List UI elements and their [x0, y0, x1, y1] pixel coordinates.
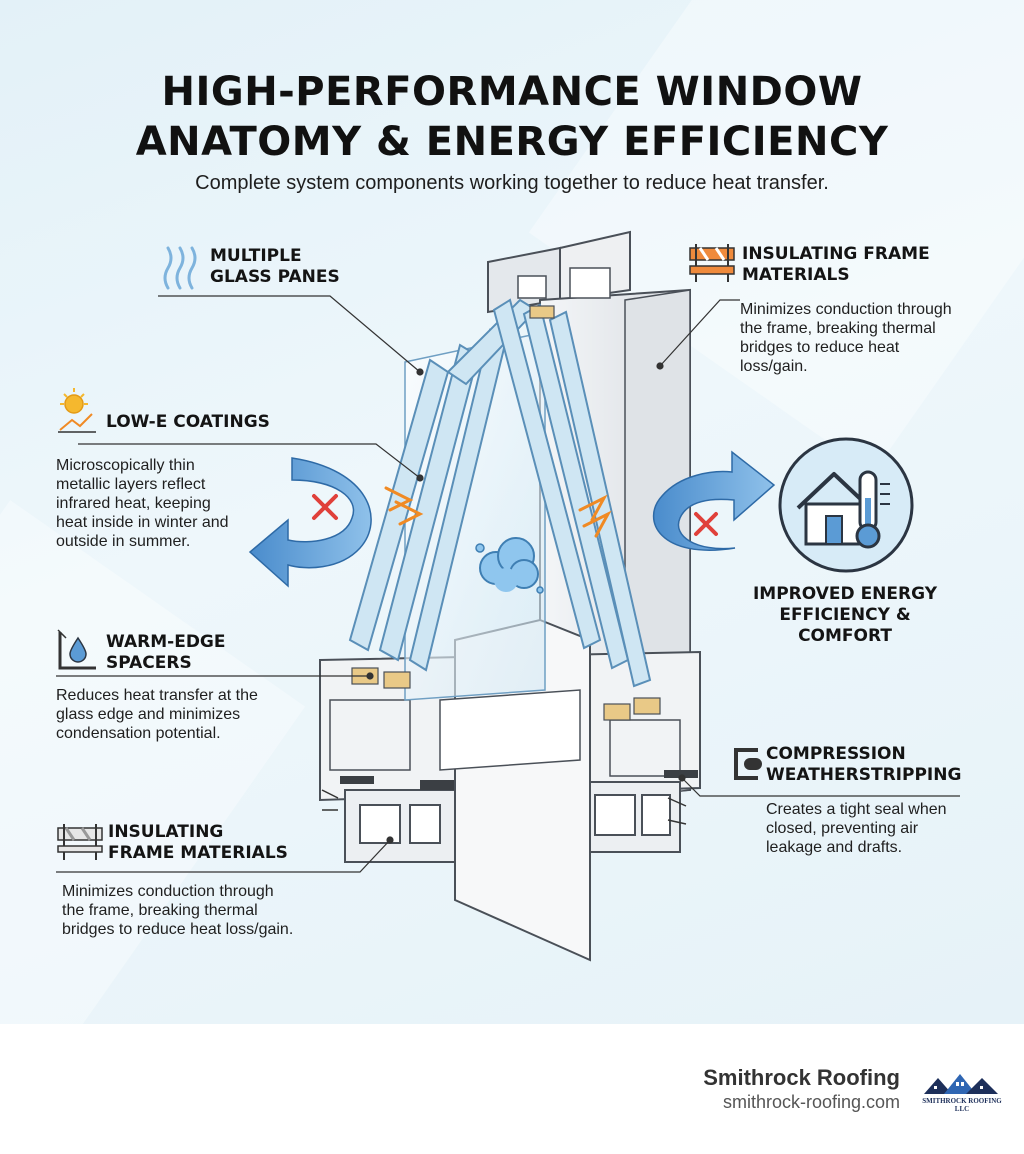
company-name: Smithrock Roofing — [703, 1065, 900, 1090]
spacers-heading-line-1: WARM-EDGE — [106, 632, 226, 652]
efficiency-heading-line-1: IMPROVED ENERGY — [752, 584, 938, 604]
company-logo-icon — [924, 1074, 998, 1094]
spacers-description: Reduces heat transfer at the glass edge … — [56, 686, 258, 743]
company-website[interactable]: smithrock-roofing.com — [722, 1092, 900, 1112]
spacers-desc-line: glass edge and minimizes — [56, 706, 241, 723]
condensation-cloud-icon — [475, 537, 544, 594]
heat-loss-arrow-left — [248, 457, 372, 588]
weatherstripping-heading-line-2: WEATHERSTRIPPING — [766, 765, 962, 785]
low-e-desc-line: heat inside in winter and — [56, 514, 229, 531]
window-diagram — [56, 230, 960, 962]
frame-bottom-desc-line: bridges to reduce heat loss/gain. — [62, 921, 294, 938]
leader-lines — [56, 295, 960, 873]
bottom-frame — [319, 618, 701, 962]
page-subtitle: Complete system components working toget… — [195, 172, 829, 194]
frame-bottom-heading-line-1: INSULATING — [108, 822, 224, 842]
glass-panes-heading-line-1: MULTIPLE — [210, 246, 302, 266]
spacers-heading-line-2: SPACERS — [106, 653, 192, 673]
frame-top-desc-line: the frame, breaking thermal — [740, 320, 936, 337]
frame-bottom-heading-line-2: FRAME MATERIALS — [108, 843, 288, 863]
page-title-line-2: ANATOMY & ENERGY EFFICIENCY — [135, 119, 889, 165]
low-e-desc-line: infrared heat, keeping — [56, 495, 211, 512]
frame-bottom-description: Minimizes conduction through the frame, … — [62, 882, 293, 939]
glass-panes-heading: MULTIPLE GLASS PANES — [210, 246, 340, 288]
cross-icon — [312, 494, 338, 520]
frame-top-heading-line-1: INSULATING FRAME — [742, 244, 930, 264]
frame-top-desc-line: Minimizes conduction through — [740, 301, 952, 318]
frame-bottom-desc-line: Minimizes conduction through — [62, 883, 274, 900]
weatherstripping-desc-line: leakage and drafts. — [766, 839, 903, 856]
frame-bottom-heading: INSULATING FRAME MATERIALS — [108, 822, 288, 864]
efficiency-heading-line-2: EFFICIENCY & — [779, 605, 911, 625]
frame-top-desc-line: loss/gain. — [740, 358, 808, 375]
droplet-corner-icon — [57, 629, 96, 670]
frame-top-heading-line-2: MATERIALS — [742, 265, 850, 285]
low-e-desc-line: Microscopically thin — [56, 457, 195, 474]
frame-top-heading: INSULATING FRAME MATERIALS — [742, 244, 930, 286]
sun-reflect-icon — [58, 388, 96, 433]
frame-top-description: Minimizes conduction through the frame, … — [740, 300, 952, 376]
cross-icon — [694, 512, 718, 536]
house-thermometer-icon — [778, 437, 914, 573]
low-e-desc-line: metallic layers reflect — [56, 476, 206, 493]
spacers-desc-line: Reduces heat transfer at the — [56, 687, 258, 704]
heat-reflection-icon — [384, 486, 612, 538]
efficiency-heading-line-3: COMFORT — [798, 626, 892, 646]
weatherstripping-desc-line: Creates a tight seal when — [766, 801, 947, 818]
glass-panes — [348, 298, 661, 721]
weatherstripping-heading: COMPRESSION WEATHERSTRIPPING — [766, 744, 961, 786]
company-logo-text: SMITHROCK ROOFING LLC — [920, 1097, 1004, 1113]
page-title-line-1: HIGH-PERFORMANCE WINDOW — [161, 69, 863, 115]
barrier-icon — [57, 824, 103, 860]
infographic-canvas: HIGH-PERFORMANCE WINDOW ANATOMY & ENERGY… — [0, 0, 1024, 1024]
weatherstripping-description: Creates a tight seal when closed, preven… — [766, 800, 947, 857]
logo-text-sub: LLC — [954, 1105, 970, 1113]
weatherstripping-heading-line-1: COMPRESSION — [766, 744, 906, 764]
heat-gain-arrow-right — [652, 450, 776, 551]
seal-strip-icon — [734, 748, 762, 780]
barrier-icon — [689, 244, 735, 282]
low-e-description: Microscopically thin metallic layers ref… — [56, 456, 229, 551]
frame-top-desc-line: bridges to reduce heat — [740, 339, 900, 356]
low-e-desc-line: outside in summer. — [56, 533, 191, 550]
spacers-desc-line: condensation potential. — [56, 725, 221, 742]
glass-panes-heading-line-2: GLASS PANES — [210, 267, 340, 287]
low-e-heading: LOW-E COATINGS — [106, 412, 270, 432]
spacers-heading: WARM-EDGE SPACERS — [106, 632, 226, 674]
efficiency-heading: IMPROVED ENERGY EFFICIENCY & COMFORT — [740, 584, 950, 647]
logo-text-main: SMITHROCK ROOFING — [922, 1097, 1002, 1105]
frame-bottom-desc-line: the frame, breaking thermal — [62, 902, 258, 919]
weatherstripping-desc-line: closed, preventing air — [766, 820, 919, 837]
heat-waves-icon — [163, 246, 197, 290]
draft-arrows — [321, 789, 687, 825]
